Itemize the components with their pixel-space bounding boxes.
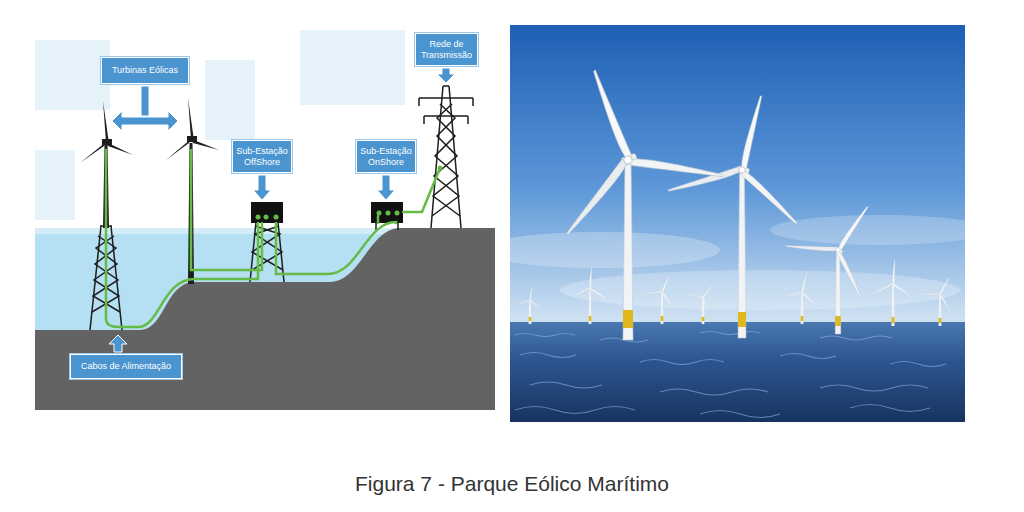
callout-label: Sub-Estação OffShore — [236, 146, 288, 167]
callout-label: Rede de Transmissão — [419, 39, 474, 60]
turbine-blades — [166, 98, 219, 160]
schematic — [35, 20, 495, 410]
cloud — [510, 232, 720, 268]
cloud — [770, 215, 965, 245]
wind-turbine — [783, 180, 907, 334]
sky-ground — [35, 20, 495, 410]
leader-arrow — [253, 175, 271, 200]
wind-farm-photo — [510, 25, 965, 422]
callout-box: Turbinas Eólicas — [101, 57, 189, 84]
feeder-cable — [106, 150, 440, 327]
callout-label: Cabos de Alimentação — [81, 361, 171, 371]
cable-dot — [256, 166, 443, 220]
callout-box: Sub-Estação OffShore — [232, 140, 292, 173]
sky-pattern — [205, 60, 255, 140]
figure-caption: Figura 7 - Parque Eólico Marítimo — [0, 472, 1024, 496]
callout-box: Rede de Transmissão — [415, 33, 478, 66]
wind-turbine — [515, 41, 726, 340]
callout-label: Turbinas Eólicas — [112, 65, 178, 75]
cloud — [560, 270, 960, 310]
callout-box: Sub-Estação OnShore — [356, 140, 416, 173]
leader-arrow — [109, 335, 127, 352]
onshore-substation — [371, 202, 403, 223]
waves — [515, 332, 946, 418]
sky-pattern — [35, 40, 110, 110]
sky — [510, 25, 965, 325]
wind-turbine — [665, 78, 828, 338]
leader-arrow — [112, 111, 178, 131]
transmission-pylon — [419, 86, 473, 228]
leader-arrow — [377, 175, 395, 200]
callout-box: Cabos de Alimentação — [70, 354, 182, 379]
sea-floor — [35, 228, 495, 410]
callout-label: Sub-Estação OnShore — [360, 146, 412, 167]
sea-water — [35, 228, 495, 410]
sea — [510, 322, 965, 422]
sky-pattern — [300, 30, 405, 105]
leader-arrow — [141, 86, 149, 116]
leader-arrow — [109, 68, 455, 352]
leader-arrow — [437, 68, 455, 83]
offshore-substation — [251, 202, 283, 223]
sky-pattern — [35, 150, 75, 220]
